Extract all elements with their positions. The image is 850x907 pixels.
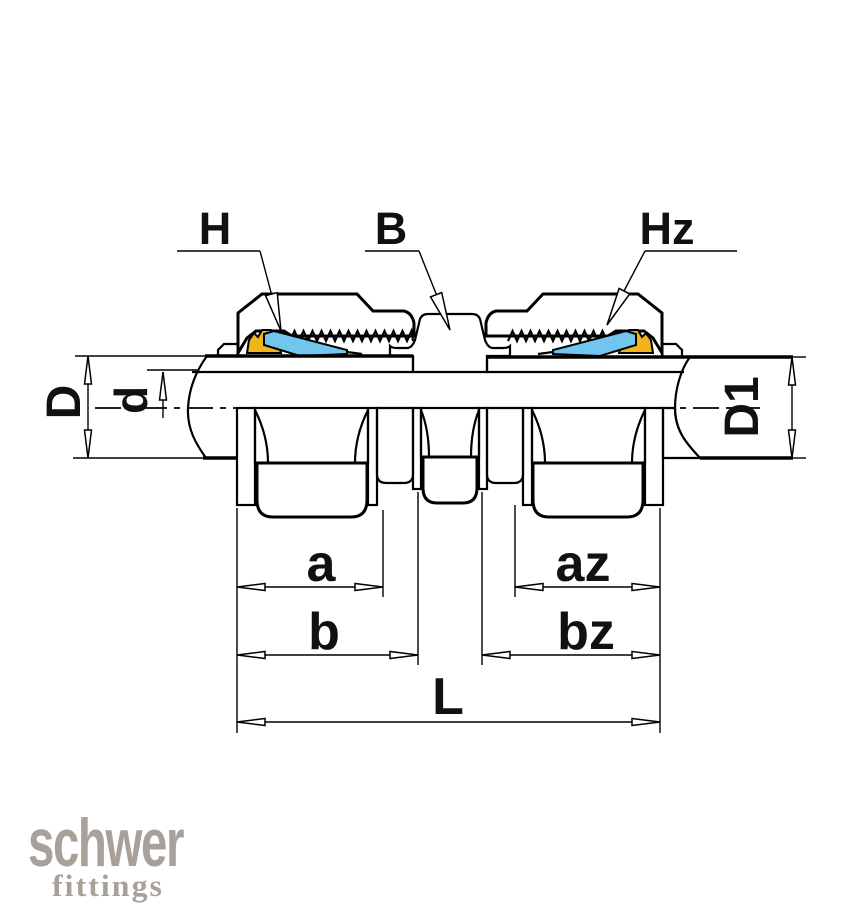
right-thread-zigzag [506,328,610,344]
arrow-D1-bottom [787,429,797,459]
ferrule-edge-line-right [537,350,554,356]
left-tube-section [188,356,413,408]
dim-label-D: D [38,385,91,420]
right-nut-rear-band [521,406,534,507]
left-nut-facet-arc-1 [254,409,270,464]
dim-label-az: az [556,535,611,593]
right-tube-section [487,357,793,408]
right-nut-section [484,292,664,359]
logo-subtitle: fittings [52,868,164,903]
right-body-neck [485,406,525,485]
dim-label-L: L [432,668,464,726]
arrow-b-left [236,650,266,660]
dim-label-bz: bz [557,603,615,661]
arrow-L-right [631,717,661,727]
right-nut-end-band [643,406,665,507]
arrow-D-top [83,355,93,385]
arrow-bz-right [631,650,661,660]
center-hex-lower-facet [421,455,479,505]
left-nut-upper-facet [253,406,370,465]
right-body-collar [660,342,684,359]
callout-label-H: H [199,203,232,254]
right-tube-exterior [675,408,793,458]
dim-label-D1: D1 [716,376,769,437]
arrow-d-top [158,371,168,401]
callout-annotations: H B Hz [177,203,737,332]
left-nut-rear-band [366,406,379,507]
callout-label-Hz: Hz [640,203,695,254]
fitting-body-section [388,312,512,374]
front-ferrule-left [263,329,348,358]
right-nut-facet-arc-1 [531,409,547,464]
callout-arrow-B [429,291,451,331]
left-nut-end-band [235,406,257,507]
left-nut-facet-arc-2 [353,409,369,464]
hex-left-band [411,406,423,491]
exterior-view-bottom [186,355,793,519]
right-tube-break-curve [673,356,701,459]
hex-right-band [477,406,489,491]
callout-arrow-H [264,291,282,332]
arrow-a-right [354,582,384,592]
arrow-a-left [236,582,266,592]
front-ferrule-right [552,329,637,358]
callout-label-B: B [375,203,408,254]
left-nut-section [236,292,416,359]
dim-label-b: b [308,603,340,661]
logo-name: schwer [28,805,184,881]
arrow-az-left [514,582,544,592]
left-thread-zigzag [288,327,415,344]
callout-leader-B [418,250,438,297]
arrow-b-right [389,650,419,660]
right-nut-lower-facet [531,461,645,519]
section-view-top [188,292,793,408]
left-body-neck [375,406,415,485]
callout-leader-Hz [623,250,646,292]
dim-label-d: d [105,386,157,414]
dimension-annotations: D d D1 a az b bz L [38,355,806,733]
center-hex-arc-2 [469,409,481,458]
callout-leader-H [259,250,273,297]
arrow-bz-left [481,650,511,660]
arrow-L-left [236,717,266,727]
arrow-D-bottom [83,429,93,459]
arrow-D1-top [787,356,797,386]
center-hex-arc-1 [419,409,431,458]
ferrule-edge-line-left [346,350,363,356]
left-tube-exterior [187,408,237,458]
dim-label-a: a [307,535,337,593]
right-nut-upper-facet [530,406,647,465]
arrow-az-right [631,582,661,592]
right-nut-facet-arc-2 [630,409,646,464]
brand-logo: schwer fittings [28,805,186,903]
callout-arrow-Hz [606,287,631,326]
left-nut-lower-facet [255,461,369,519]
